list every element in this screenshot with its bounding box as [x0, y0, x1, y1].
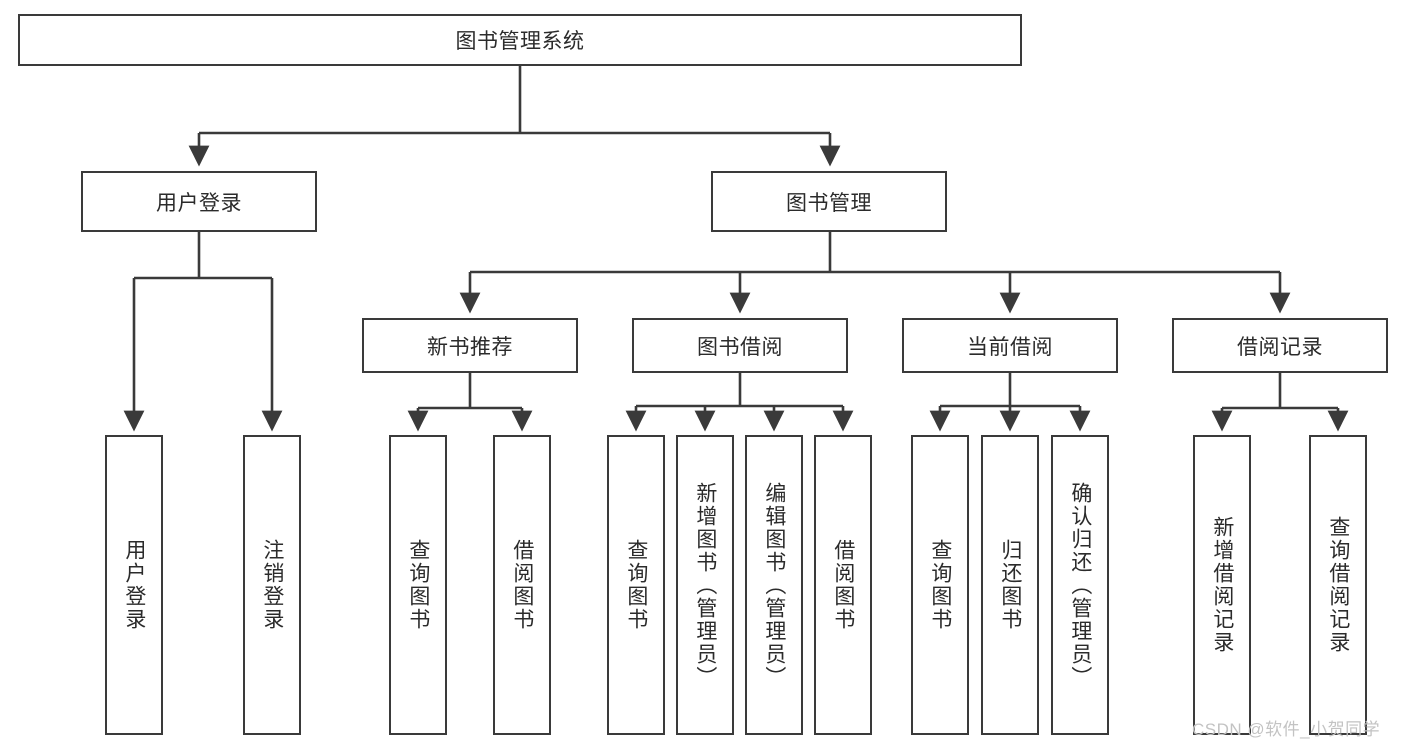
node-label: 借阅记录: [1237, 335, 1323, 359]
leaf-query-book-borrow[interactable]: 查询图书: [607, 435, 665, 735]
leaf-query-book-newbook[interactable]: 查询图书: [389, 435, 447, 735]
node-label: 新增图书（管理员）: [693, 481, 717, 689]
node-current-borrow[interactable]: 当前借阅: [902, 318, 1118, 373]
node-label: 编辑图书（管理员）: [762, 481, 786, 689]
node-label: 用户登录: [122, 539, 146, 631]
leaf-add-borrow-record[interactable]: 新增借阅记录: [1193, 435, 1251, 735]
node-label: 图书管理系统: [455, 30, 585, 53]
node-label: 当前借阅: [967, 335, 1053, 359]
node-label: 图书借阅: [697, 335, 783, 359]
leaf-user-login[interactable]: 用户登录: [105, 435, 163, 735]
node-new-book-recommend[interactable]: 新书推荐: [362, 318, 578, 373]
node-label: 借阅图书: [510, 539, 534, 631]
node-label: 归还图书: [998, 539, 1022, 631]
leaf-query-book-current[interactable]: 查询图书: [911, 435, 969, 735]
csdn-watermark: CSDN @软件_小贺同学: [1192, 715, 1380, 740]
node-borrow-record[interactable]: 借阅记录: [1172, 318, 1388, 373]
node-label: 查询图书: [928, 539, 952, 631]
watermark-text: CSDN @软件_小贺同学: [1192, 720, 1381, 739]
node-root-system[interactable]: 图书管理系统: [18, 14, 1022, 66]
node-label: 注销登录: [260, 539, 284, 631]
node-label: 确认归还（管理员）: [1068, 481, 1092, 689]
leaf-query-borrow-record[interactable]: 查询借阅记录: [1309, 435, 1367, 735]
node-label: 查询图书: [406, 539, 430, 631]
node-label: 用户登录: [156, 191, 242, 215]
node-book-management[interactable]: 图书管理: [711, 171, 947, 232]
leaf-edit-book-admin[interactable]: 编辑图书（管理员）: [745, 435, 803, 735]
leaf-borrow-book[interactable]: 借阅图书: [814, 435, 872, 735]
node-label: 查询借阅记录: [1326, 516, 1350, 654]
node-label: 新增借阅记录: [1210, 516, 1234, 654]
leaf-borrow-book-newbook[interactable]: 借阅图书: [493, 435, 551, 735]
leaf-add-book-admin[interactable]: 新增图书（管理员）: [676, 435, 734, 735]
leaf-confirm-return-admin[interactable]: 确认归还（管理员）: [1051, 435, 1109, 735]
node-label: 新书推荐: [427, 335, 513, 359]
node-label: 借阅图书: [831, 539, 855, 631]
node-label: 查询图书: [624, 539, 648, 631]
node-label: 图书管理: [786, 191, 872, 215]
leaf-return-book[interactable]: 归还图书: [981, 435, 1039, 735]
leaf-logout[interactable]: 注销登录: [243, 435, 301, 735]
node-book-borrow[interactable]: 图书借阅: [632, 318, 848, 373]
node-user-login[interactable]: 用户登录: [81, 171, 317, 232]
